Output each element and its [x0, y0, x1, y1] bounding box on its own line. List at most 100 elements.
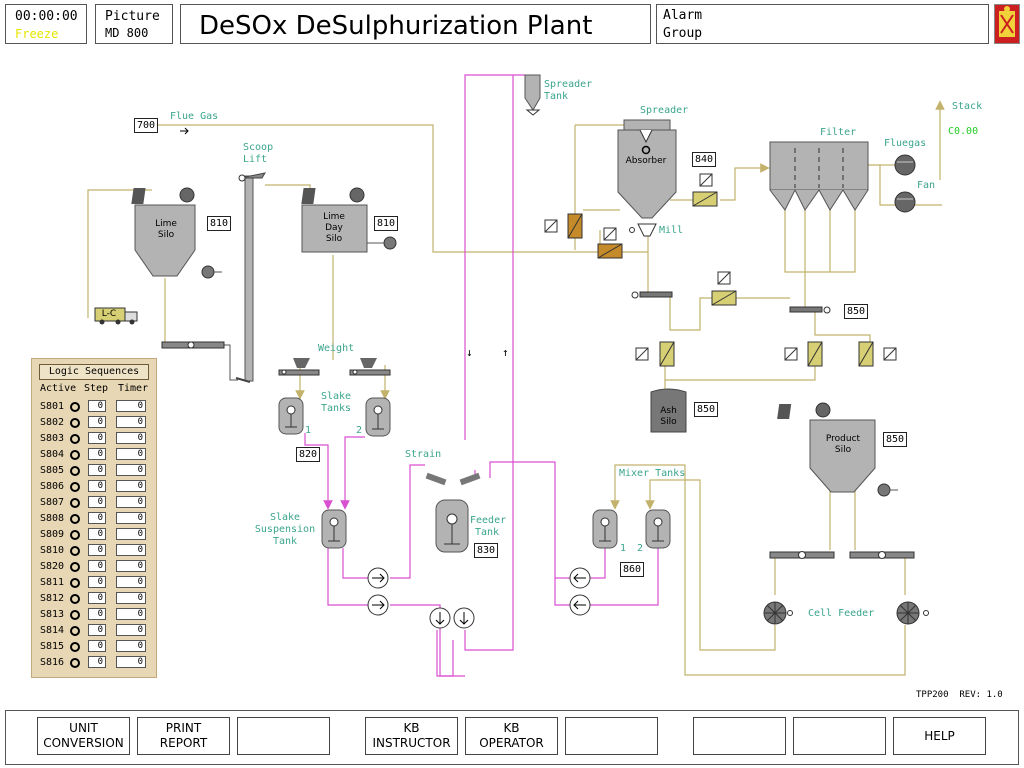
feeder-tank[interactable] [435, 499, 469, 553]
timer-value: 0 [116, 400, 146, 412]
absorber[interactable] [617, 119, 677, 219]
freeze-status: Freeze [15, 27, 59, 41]
feeder-pumps[interactable] [429, 607, 475, 629]
active-indicator-icon [70, 450, 80, 460]
blank-button-8[interactable] [793, 717, 886, 755]
mixer-pumps[interactable] [569, 567, 591, 616]
flue-gas-label: Flue Gas [170, 111, 219, 122]
product-silo[interactable] [777, 402, 898, 497]
blank-button-6[interactable] [565, 717, 658, 755]
step-value: 0 [88, 496, 106, 508]
spreader-tank[interactable] [524, 74, 541, 116]
weight-label: Weight [318, 343, 355, 354]
ash-silo[interactable] [650, 388, 687, 433]
help-button[interactable]: HELP [893, 717, 986, 755]
picture-panel: Picture MD 800 [95, 4, 173, 44]
group-label: Group [663, 26, 703, 41]
sequence-name: S813 [40, 609, 65, 620]
sequence-name: S811 [40, 577, 65, 588]
feeder-tag: 830 [474, 543, 499, 558]
flue-gas-value: 700 [134, 118, 159, 133]
revision-info: TPP200 REV: 1.0 [916, 690, 1003, 700]
active-indicator-icon [70, 498, 80, 508]
absorber-label: Absorber [625, 156, 667, 166]
timer-value: 0 [116, 416, 146, 428]
step-value: 0 [88, 656, 106, 668]
timer-value: 0 [116, 480, 146, 492]
page-title: DeSOx DeSulphurization Plant [199, 11, 593, 41]
mixer-tanks[interactable] [592, 509, 671, 549]
mixer-tanks-label: Mixer Tanks [619, 468, 686, 479]
step-value: 0 [88, 592, 106, 604]
active-indicator-icon [70, 626, 80, 636]
feeder-label: Feeder [470, 515, 507, 526]
weight-feeders[interactable] [278, 358, 391, 376]
feeder-tank-label: Tank [475, 527, 500, 538]
button-label-line2: OPERATOR [479, 736, 544, 750]
blank-button-3[interactable] [237, 717, 330, 755]
absorber-tag: 840 [692, 152, 717, 167]
fan-label: Fan [917, 180, 936, 191]
filter-label: Filter [820, 127, 857, 138]
step-value: 0 [88, 448, 106, 460]
timer-value: 0 [116, 608, 146, 620]
mill-label: Mill [659, 225, 684, 236]
slake-tag: 820 [296, 447, 321, 462]
slake-pumps[interactable] [367, 567, 389, 616]
product-tag: 850 [883, 432, 908, 447]
alarm-group-panel[interactable]: Alarm Group [656, 4, 989, 44]
product-conveyors [769, 551, 915, 559]
filter[interactable] [769, 141, 869, 211]
timer-value: 0 [116, 640, 146, 652]
sequence-name: S820 [40, 561, 65, 572]
strain-label: Strain [405, 449, 442, 460]
step-value: 0 [88, 432, 106, 444]
mixer-2-label: 2 [637, 543, 644, 554]
lime-day-silo[interactable] [301, 187, 397, 253]
scoop-label: Scoop [243, 142, 274, 153]
timer-value: 0 [116, 560, 146, 572]
mill[interactable] [629, 223, 657, 237]
slake-suspension-tank[interactable] [321, 509, 347, 549]
step-value: 0 [88, 480, 106, 492]
company-logo [994, 4, 1020, 44]
cell-feeders[interactable] [763, 601, 929, 625]
sequence-name: S802 [40, 417, 65, 428]
active-indicator-icon [70, 546, 80, 556]
lime-silo[interactable] [131, 187, 222, 279]
logic-sequences-title[interactable]: Logic Sequences [39, 364, 149, 380]
blank-button-7[interactable] [693, 717, 786, 755]
picture-label: Picture [105, 9, 160, 24]
valves[interactable] [544, 173, 897, 367]
step-value: 0 [88, 576, 106, 588]
flue-gas-fans[interactable] [894, 154, 916, 213]
slake-tank-1-label: 1 [305, 425, 312, 436]
slake-tanks[interactable] [278, 397, 391, 437]
lime-day-silo-tag: 810 [374, 216, 399, 231]
mixer-1-label: 1 [620, 543, 627, 554]
sequence-name: S815 [40, 641, 65, 652]
